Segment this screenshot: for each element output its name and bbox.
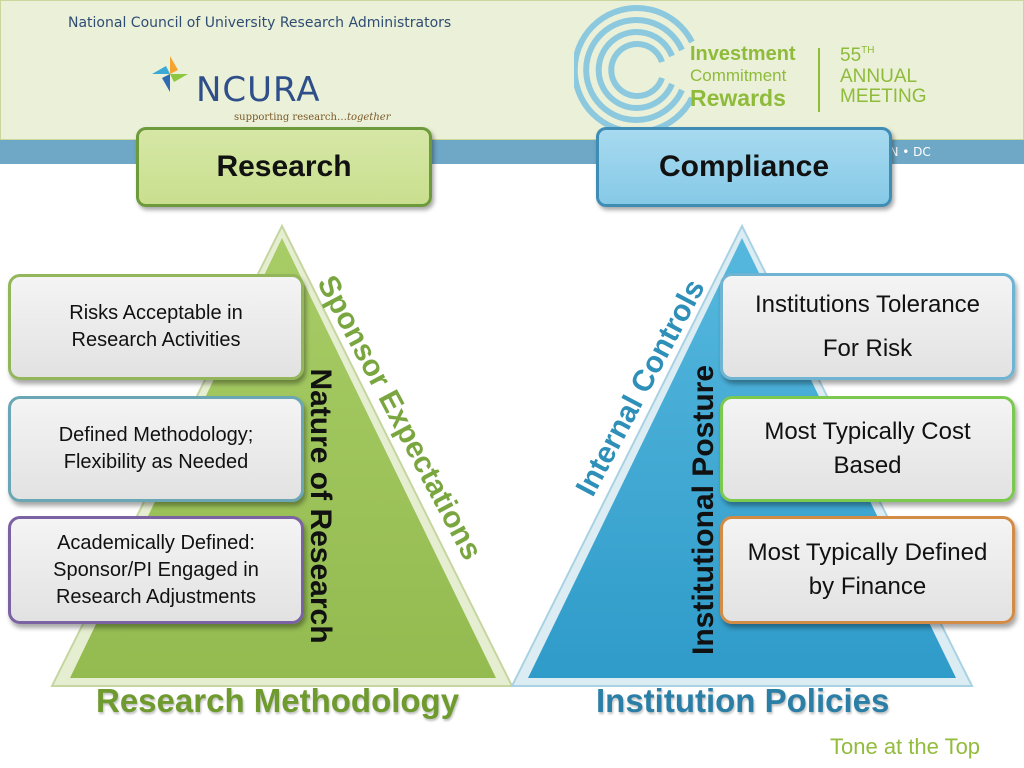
tagline-main: supporting research… (234, 112, 347, 123)
theme-divider (818, 48, 820, 112)
meeting-line-2: ANNUAL (840, 65, 918, 87)
meeting-theme: Investment Commitment Rewards (690, 44, 796, 110)
compliance-item-3-text: Most Typically Defined by Finance (747, 539, 988, 600)
research-header: Research (136, 127, 432, 207)
stripe-location-text: ON • DC (880, 145, 931, 159)
compliance-header: Compliance (596, 127, 892, 207)
research-item-1-text: Risks Acceptable in Research Activities (69, 302, 243, 351)
ncura-pinwheel-icon (152, 56, 188, 92)
logo-tagline: supporting research…together (234, 112, 390, 123)
annual-meeting-label: 55TH ANNUAL MEETING (840, 45, 927, 108)
research-item-3-text: Academically Defined: Sponsor/PI Engaged… (53, 531, 259, 608)
research-item-3: Academically Defined: Sponsor/PI Engaged… (8, 516, 304, 624)
research-item-2: Defined Methodology; Flexibility as Need… (8, 396, 304, 502)
research-item-1: Risks Acceptable in Research Activities (8, 274, 304, 380)
nature-of-research-label: Nature of Research (304, 368, 337, 644)
compliance-item-1-line-2: For Risk (822, 334, 913, 362)
meeting-line-3: MEETING (840, 86, 927, 108)
research-item-2-text: Defined Methodology; Flexibility as Need… (58, 424, 254, 473)
compliance-item-1-line-1: Institutions Tolerance (754, 290, 981, 318)
tone-at-top-label: Tone at the Top (830, 734, 981, 759)
org-name: National Council of University Research … (68, 15, 452, 31)
meeting-suffix: TH (861, 45, 875, 56)
theme-line-2: Commitment (690, 66, 787, 85)
institutional-posture-label: Institutional Posture (687, 364, 720, 656)
theme-line-1: Investment (690, 43, 796, 65)
compliance-item-3: Most Typically Defined by Finance (720, 516, 1015, 624)
theme-line-3: Rewards (690, 85, 786, 111)
compliance-item-2: Most Typically Cost Based (720, 396, 1015, 502)
research-methodology-label: Research Methodology (96, 682, 460, 719)
compliance-item-1: Institutions Tolerance For Risk (720, 273, 1015, 380)
logo-text: NCURA (196, 70, 321, 110)
institution-policies-label: Institution Policies (596, 682, 890, 719)
compliance-item-2-text: Most Typically Cost Based (764, 418, 971, 479)
tagline-emphasis: together (346, 112, 391, 123)
meeting-number: 55 (840, 45, 862, 66)
